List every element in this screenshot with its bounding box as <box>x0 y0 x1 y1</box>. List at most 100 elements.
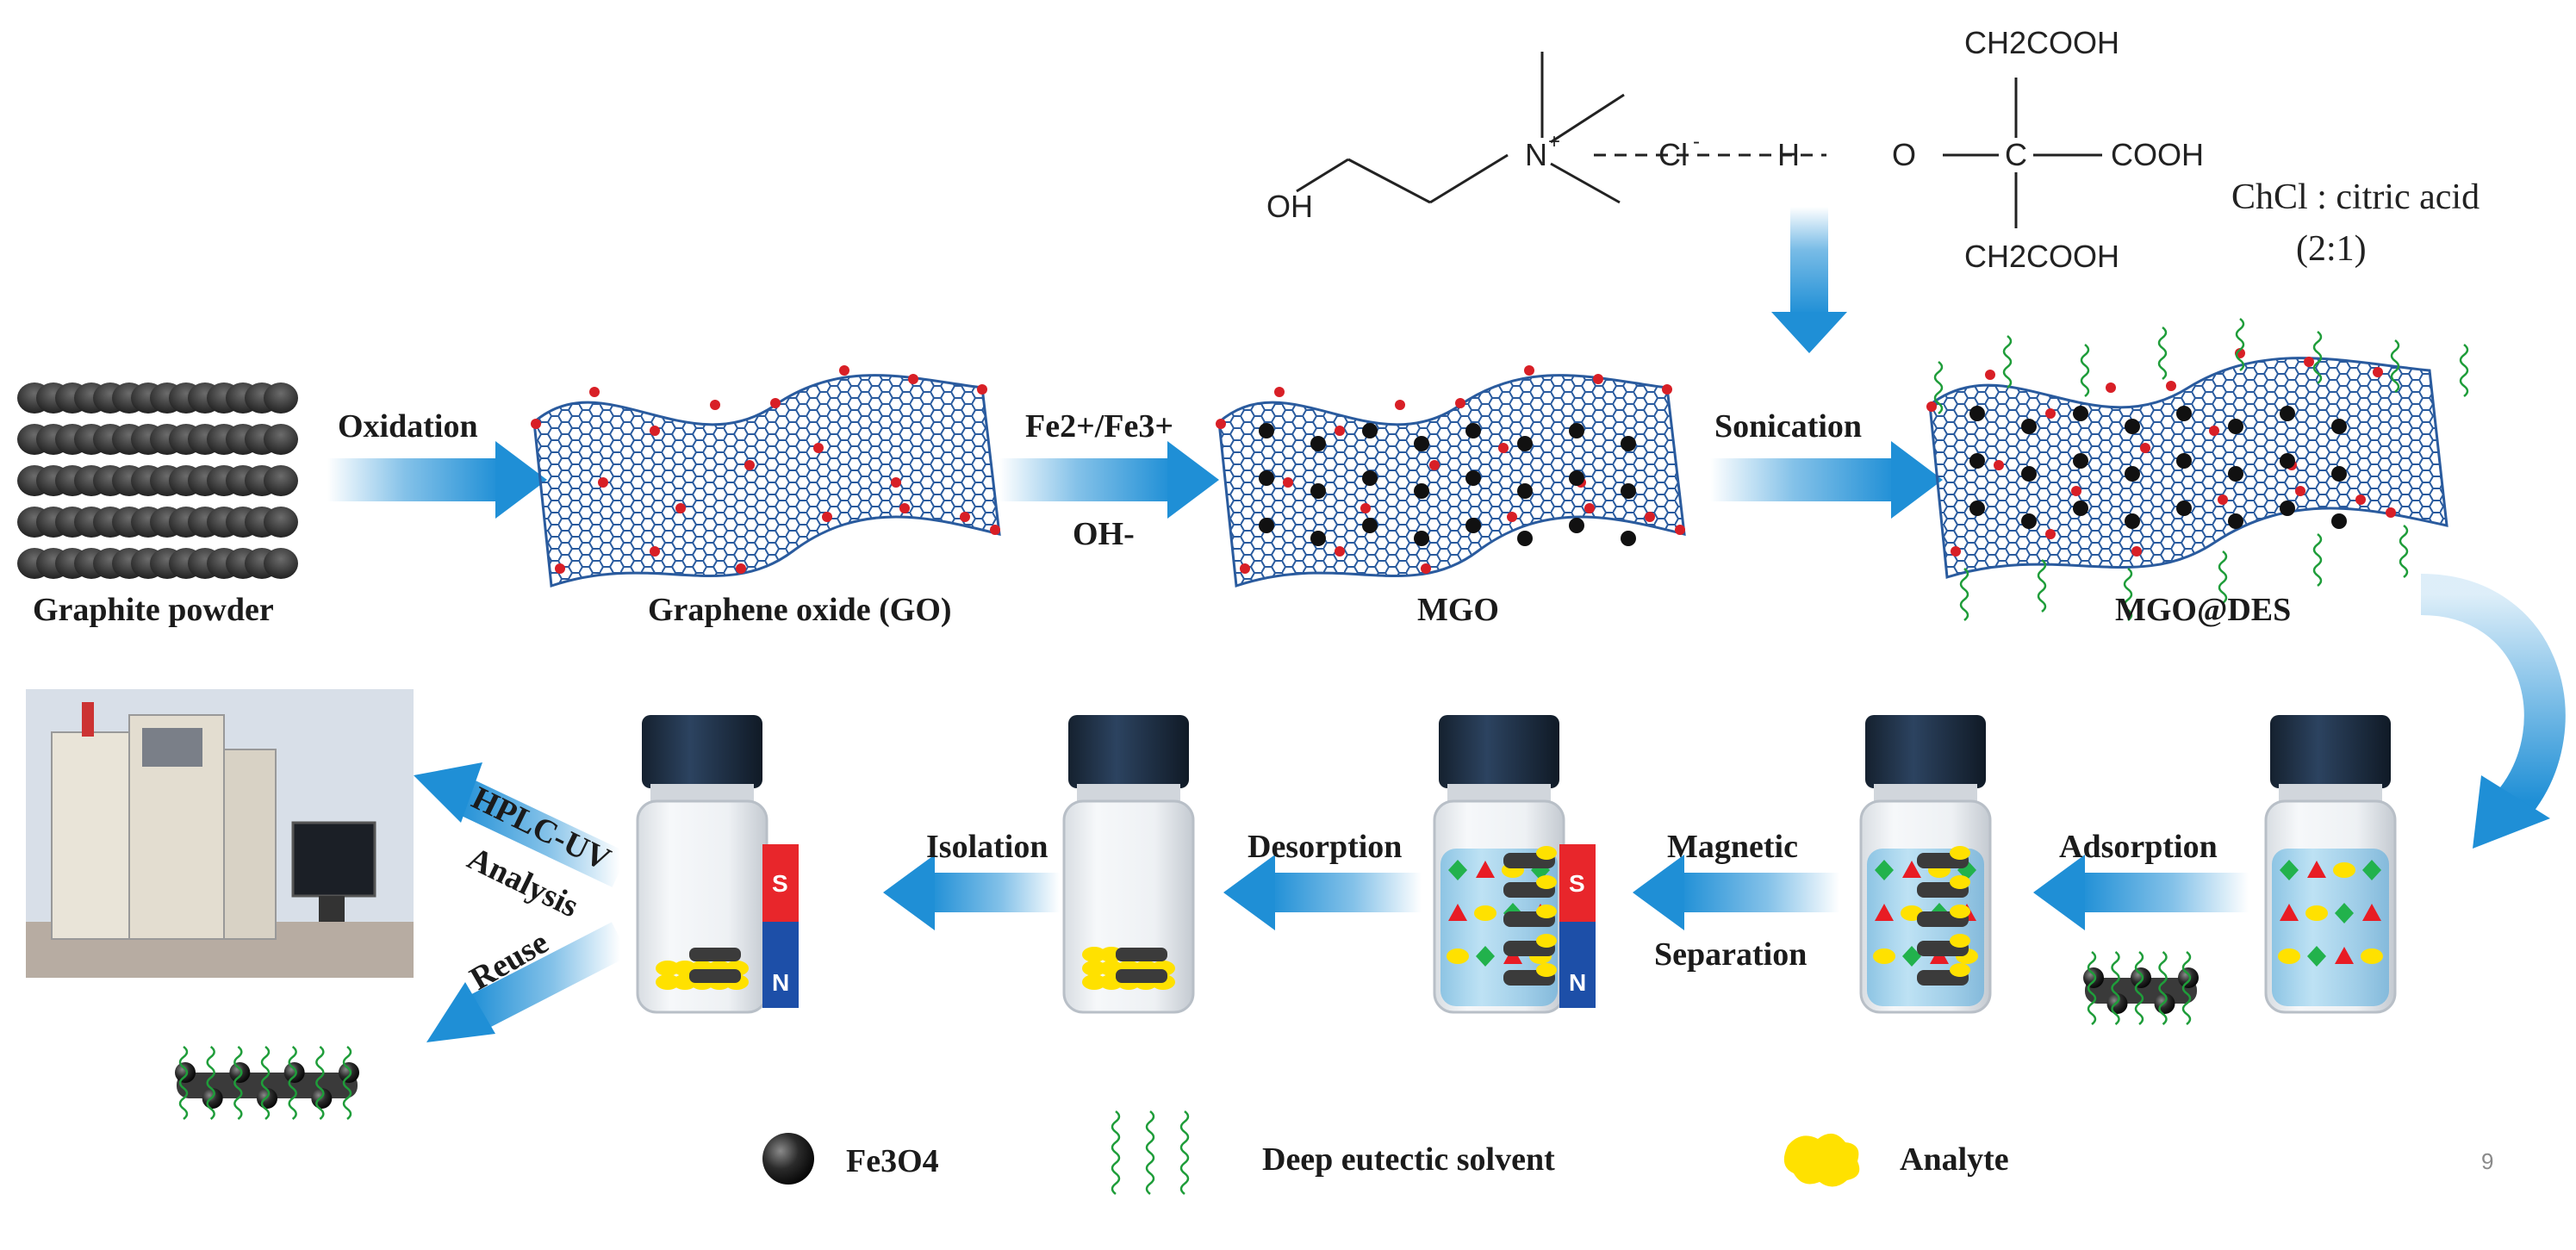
analyte <box>1536 846 1557 860</box>
sonication-label: Sonication <box>1714 408 1862 445</box>
oxygen-group <box>1524 365 1534 376</box>
matrix-triangle <box>2307 861 2326 878</box>
magnet-n-letter: N <box>772 969 789 996</box>
fe3o4-particle <box>2125 466 2140 482</box>
fe3o4-particle <box>2021 419 2037 434</box>
oh-label: OH- <box>1073 516 1135 552</box>
analyte-diamond <box>1875 860 1894 880</box>
adsorption-label: Adsorption <box>2059 829 2218 865</box>
des-chain <box>260 1046 271 1120</box>
oxygen-group <box>2209 426 2219 436</box>
oxygen-group <box>1507 512 1517 522</box>
fe3o4-particle <box>2073 501 2088 516</box>
oxygen-group <box>2355 494 2366 505</box>
oxygen-group <box>744 460 755 470</box>
des-chain <box>2037 559 2047 613</box>
sorbent-sheet <box>689 969 741 983</box>
separation-vial: SN <box>1433 715 1596 1014</box>
des-chain <box>1959 568 1969 621</box>
oxygen-group <box>675 503 686 513</box>
fe3o4-particle <box>2073 453 2088 469</box>
fe3o4-particle <box>2125 513 2140 529</box>
oxygen-group <box>1593 374 1603 384</box>
analyte <box>1082 947 1106 962</box>
fe3o4-particle <box>2176 453 2192 469</box>
analyte <box>1474 905 1496 921</box>
des-chain <box>2312 533 2323 587</box>
fe3o4-particle <box>1362 423 1378 438</box>
analyte <box>1950 875 1970 889</box>
analyte-diamond <box>2307 946 2326 967</box>
analyte <box>1536 875 1557 889</box>
des-chain <box>2080 344 2090 397</box>
fe3o4-particle <box>1465 518 1481 533</box>
oxygen-group <box>891 477 901 488</box>
legend: Fe3O4 Deep eutectic solvent Analyte <box>762 1110 2009 1195</box>
fe3o4-particle <box>1259 423 1274 438</box>
oxygen-group <box>770 398 781 408</box>
fe3o4-particle <box>1969 453 1985 469</box>
fe3o4-particle <box>2021 513 2037 529</box>
fe3o4-particle <box>2073 406 2088 421</box>
des-chain <box>2390 339 2400 393</box>
vial-solution <box>2272 849 2389 1006</box>
isolation-label: Isolation <box>926 829 1048 865</box>
oxygen-group <box>1216 419 1226 429</box>
hplc-instrument-photo <box>26 689 414 978</box>
fe3o4-particle <box>2125 419 2140 434</box>
mgo-des-sheet <box>1926 318 2469 621</box>
matrix-triangle <box>2280 904 2299 921</box>
graphite-flake <box>264 424 298 455</box>
fe3o4-particle <box>1362 518 1378 533</box>
oxygen-group <box>1335 546 1345 557</box>
oxygen-group <box>531 419 541 429</box>
oxygen-group <box>2295 486 2305 496</box>
fe3o4-particle <box>1621 436 1636 451</box>
des-chain <box>288 1046 297 1120</box>
des-chain <box>2157 326 2168 380</box>
cl-atom: Cl <box>1658 137 1688 172</box>
oxygen-group <box>977 384 987 395</box>
graphite-powder <box>17 382 298 579</box>
fe3o4-particle <box>2178 967 2199 988</box>
des-chain <box>2002 335 2013 389</box>
oxygen-group <box>2166 381 2176 391</box>
matrix-triangle <box>1476 861 1495 878</box>
adsorption-arrow <box>2033 855 2249 930</box>
oxygen-group <box>2131 546 2142 557</box>
fe3o4-particle <box>2176 406 2192 421</box>
curved-transfer-arrow <box>2420 574 2566 849</box>
analyte <box>1536 934 1557 948</box>
oxygen-group <box>1645 512 1655 522</box>
analyte <box>2333 862 2355 878</box>
des-legend-label: Deep eutectic solvent <box>1262 1141 1555 1178</box>
fe3o4-particle <box>229 1062 251 1083</box>
oxygen-group <box>1455 398 1465 408</box>
fe3o4-particle <box>1414 436 1429 451</box>
des-chain <box>2087 951 2097 1025</box>
oxygen-group <box>589 387 600 397</box>
sorbent-sheet <box>177 1073 358 1098</box>
des-chain <box>315 1046 325 1120</box>
fe3o4-particle <box>1465 470 1481 486</box>
fe3o4-particle <box>2280 406 2295 421</box>
fe3o4-particle <box>1310 531 1326 546</box>
hplc-analysis-arrow <box>414 762 629 887</box>
analyte <box>1536 905 1557 918</box>
fe3o4-particle <box>2228 466 2243 482</box>
analyte <box>1950 934 1970 948</box>
fe-label: Fe2+/Fe3+ <box>1025 408 1173 445</box>
des-chain <box>178 1046 189 1120</box>
mgo-sheet <box>1216 365 1686 588</box>
sorbent-sheet <box>1116 948 1167 961</box>
des-legend-icon <box>1111 1110 1190 1195</box>
structure-down-arrow <box>1771 207 1847 353</box>
oxygen-group <box>990 525 1000 535</box>
oxidation-label: Oxidation <box>338 408 478 445</box>
analyte-diamond <box>2335 903 2354 924</box>
analyte <box>2278 948 2300 964</box>
oxygen-group <box>2218 494 2228 505</box>
graphite-flake <box>264 507 298 538</box>
oxygen-group <box>1584 503 1595 513</box>
oxygen-group <box>1274 387 1285 397</box>
